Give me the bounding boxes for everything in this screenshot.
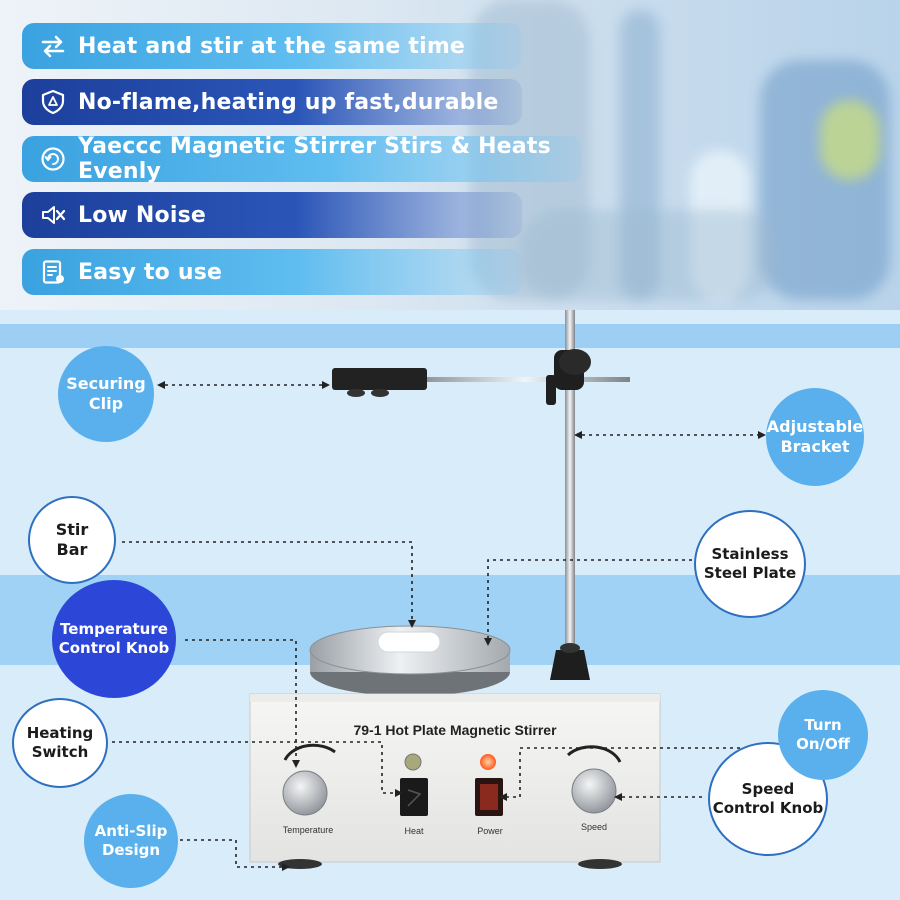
callout-turn-on-off: Turn On/Off (778, 690, 868, 780)
speed-knob[interactable] (571, 768, 617, 814)
feature-text: Heat and stir at the same time (78, 33, 466, 59)
stand-rod (565, 310, 575, 650)
anti-slip-foot (578, 859, 622, 869)
feature-text: Yaeccc Magnetic Stirrer Stirs & Heats Ev… (78, 134, 551, 184)
feature-banner-no-flame: No-flame,heating up fast,durable (22, 79, 522, 125)
cross-bar (420, 377, 630, 382)
callout-temperature-control-knob: Temperature Control Knob (52, 580, 176, 698)
feature-text: Easy to use (78, 259, 223, 285)
speed-label: Speed (581, 822, 607, 832)
callout-anti-slip-design: Anti-Slip Design (84, 794, 178, 888)
feature-banner-stirs-evenly: Yaeccc Magnetic Stirrer Stirs & Heats Ev… (22, 134, 582, 184)
callout-connectors (112, 384, 782, 868)
shield-icon (41, 89, 65, 115)
connector-arrowheads (157, 381, 766, 871)
refresh-icon (41, 147, 65, 171)
callout-securing-clip: Securing Clip (58, 346, 154, 442)
power-indicator-lamp (480, 754, 496, 770)
stir-bar (377, 631, 441, 653)
feature-text: Low Noise (78, 202, 206, 228)
callout-stir-bar: Stir Bar (28, 496, 116, 584)
heat-switch[interactable] (400, 778, 428, 816)
feature-banner-low-noise: Low Noise (22, 192, 522, 238)
feature-banner-easy-to-use: Easy to use (22, 249, 522, 295)
callout-heating-switch: Heating Switch (12, 698, 108, 788)
swap-arrows-icon (41, 35, 65, 58)
document-icon (42, 260, 64, 284)
callout-stainless-steel-plate: Stainless Steel Plate (694, 510, 806, 618)
device-model-label: 79-1 Hot Plate Magnetic Stirrer (353, 722, 557, 738)
securing-clip (332, 368, 427, 390)
feature-text: No-flame,heating up fast,durable (78, 89, 499, 115)
bracket-knob (559, 349, 591, 375)
callout-adjustable-bracket: Adjustable Bracket (766, 388, 864, 486)
heat-label: Heat (404, 826, 424, 836)
feature-banner-heat-stir: Heat and stir at the same time (22, 23, 522, 69)
accent-band (0, 324, 900, 348)
mute-speaker-icon (42, 206, 66, 224)
temperature-knob[interactable] (282, 770, 328, 816)
rod-base (550, 650, 590, 680)
heat-indicator-lamp (404, 753, 422, 771)
temperature-label: Temperature (283, 825, 334, 835)
power-label: Power (477, 826, 503, 836)
